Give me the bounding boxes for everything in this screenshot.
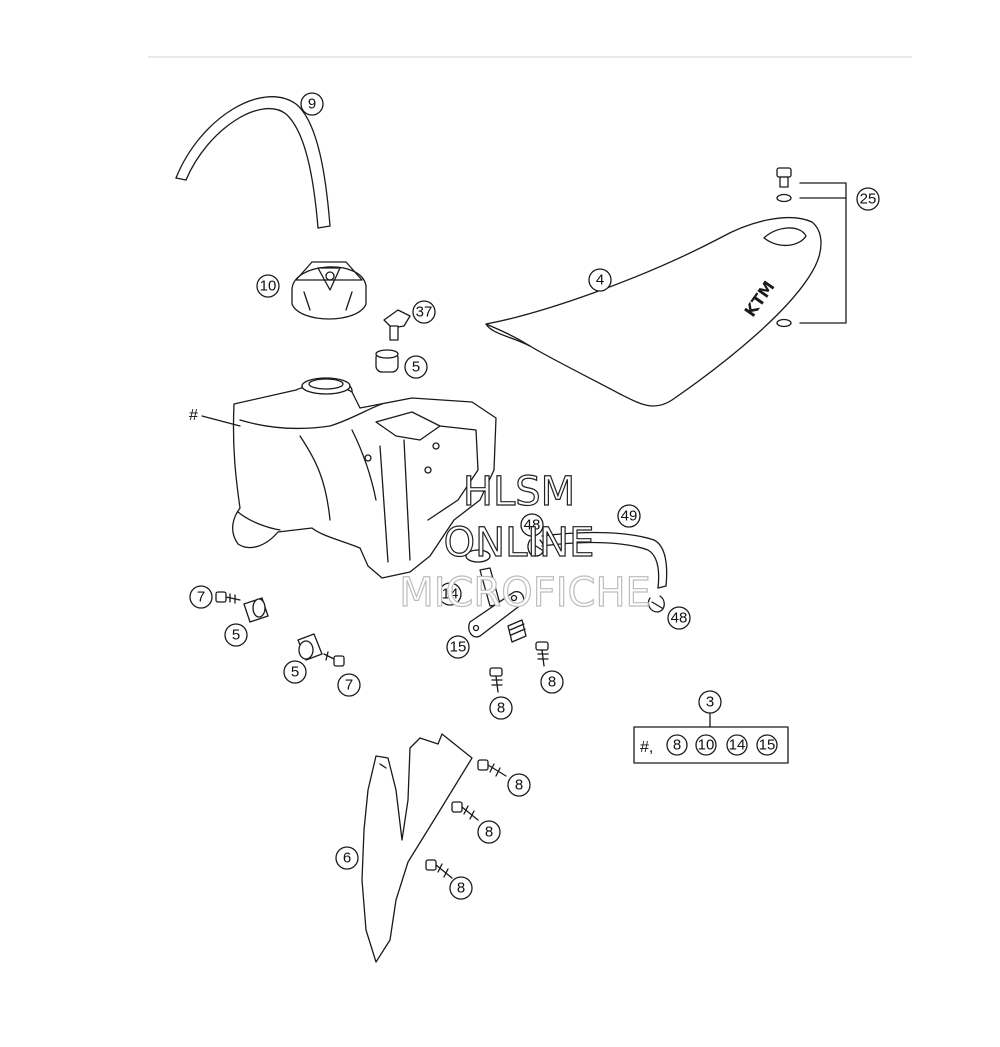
callout-49[interactable]: 49 bbox=[617, 504, 641, 528]
svg-text:7: 7 bbox=[197, 589, 205, 606]
svg-text:25: 25 bbox=[860, 191, 877, 208]
svg-text:10: 10 bbox=[260, 278, 277, 295]
callout-7-lower[interactable]: 7 bbox=[337, 673, 361, 697]
svg-text:48: 48 bbox=[671, 610, 688, 627]
svg-text:10: 10 bbox=[698, 737, 715, 754]
kit-callout-15: 15 bbox=[756, 734, 778, 756]
callout-10[interactable]: 10 bbox=[256, 274, 280, 298]
callout-4[interactable]: 4 bbox=[588, 268, 612, 292]
watermark-line3: MICROFICHE bbox=[399, 570, 651, 616]
breather-hose[interactable] bbox=[175, 96, 331, 229]
kit-callout-10: 10 bbox=[695, 734, 717, 756]
seat-washer-upper[interactable] bbox=[776, 193, 792, 203]
o-ring[interactable] bbox=[465, 549, 491, 563]
fuel-tank[interactable] bbox=[232, 377, 497, 579]
svg-text:3: 3 bbox=[706, 694, 714, 711]
svg-text:8: 8 bbox=[485, 824, 493, 841]
callout-15[interactable]: 15 bbox=[446, 635, 470, 659]
callout-6[interactable]: 6 bbox=[335, 846, 359, 870]
kit-callout-14: 14 bbox=[726, 734, 748, 756]
svg-text:8: 8 bbox=[497, 700, 505, 717]
watermark-line1: HLSM bbox=[463, 469, 575, 515]
callout-8-tap-right[interactable]: 8 bbox=[540, 670, 564, 694]
bolt-7-lower[interactable] bbox=[323, 651, 345, 667]
callout-5-upper[interactable]: 5 bbox=[404, 355, 428, 379]
svg-text:4: 4 bbox=[596, 272, 604, 289]
callout-48-upper[interactable]: 48 bbox=[520, 513, 544, 537]
bushing-left-upper[interactable] bbox=[243, 597, 269, 623]
seat-washer-lower[interactable] bbox=[776, 318, 792, 328]
svg-text:37: 37 bbox=[416, 304, 433, 321]
svg-text:8: 8 bbox=[515, 777, 523, 794]
seat[interactable]: KTM bbox=[485, 216, 822, 407]
svg-text:15: 15 bbox=[759, 737, 776, 754]
seat-screw[interactable] bbox=[776, 167, 792, 188]
leader-25 bbox=[799, 182, 847, 324]
svg-text:49: 49 bbox=[621, 508, 638, 525]
callout-37[interactable]: 37 bbox=[412, 300, 436, 324]
callout-25[interactable]: 25 bbox=[856, 187, 880, 211]
svg-text:15: 15 bbox=[450, 639, 467, 656]
fuel-tap[interactable] bbox=[468, 567, 527, 643]
callout-5-left[interactable]: 5 bbox=[224, 623, 248, 647]
svg-text:5: 5 bbox=[412, 359, 420, 376]
bushing-left-lower[interactable] bbox=[297, 633, 323, 661]
callout-7-upper[interactable]: 7 bbox=[189, 585, 213, 609]
svg-text:8: 8 bbox=[548, 674, 556, 691]
kit-box bbox=[633, 726, 789, 764]
callout-8-cover-upper[interactable]: 8 bbox=[507, 773, 531, 797]
bolt-7-upper[interactable] bbox=[215, 591, 241, 604]
svg-text:8: 8 bbox=[457, 880, 465, 897]
bolt-8-tap-left[interactable] bbox=[489, 667, 503, 693]
callout-8-cover-lower[interactable]: 8 bbox=[449, 876, 473, 900]
kit-callout-8: 8 bbox=[666, 734, 688, 756]
svg-text:5: 5 bbox=[291, 664, 299, 681]
callout-8-cover-middle[interactable]: 8 bbox=[477, 820, 501, 844]
svg-text:14: 14 bbox=[442, 586, 459, 603]
svg-text:7: 7 bbox=[345, 677, 353, 694]
callout-3[interactable]: 3 bbox=[698, 690, 722, 714]
svg-text:48: 48 bbox=[524, 517, 541, 534]
hose-clamp-lower[interactable] bbox=[647, 595, 665, 613]
watermark-line2: ONLINE bbox=[444, 520, 595, 566]
svg-text:6: 6 bbox=[343, 850, 351, 867]
fuel-hose[interactable] bbox=[541, 531, 668, 589]
callout-9[interactable]: 9 bbox=[300, 92, 324, 116]
bushing-upper[interactable] bbox=[375, 349, 399, 373]
svg-text:9: 9 bbox=[308, 96, 316, 113]
bolt-8-tap-right[interactable] bbox=[535, 641, 549, 667]
bolt-8-cover-upper[interactable] bbox=[477, 759, 507, 777]
leader-tank bbox=[201, 415, 241, 427]
svg-text:14: 14 bbox=[729, 737, 746, 754]
fuel-cap[interactable] bbox=[291, 261, 367, 320]
tank-label: # bbox=[189, 407, 198, 424]
svg-text:8: 8 bbox=[673, 737, 681, 754]
screw-37[interactable] bbox=[383, 309, 411, 341]
kit-hash: #, bbox=[640, 739, 653, 756]
callout-8-tap-left[interactable]: 8 bbox=[489, 696, 513, 720]
side-cover[interactable] bbox=[361, 733, 473, 963]
bolt-8-cover-lower[interactable] bbox=[425, 859, 453, 879]
callout-48-lower[interactable]: 48 bbox=[667, 606, 691, 630]
bolt-8-cover-middle[interactable] bbox=[451, 801, 479, 821]
callout-5-lower[interactable]: 5 bbox=[283, 660, 307, 684]
callout-14[interactable]: 14 bbox=[438, 582, 462, 606]
svg-text:5: 5 bbox=[232, 627, 240, 644]
